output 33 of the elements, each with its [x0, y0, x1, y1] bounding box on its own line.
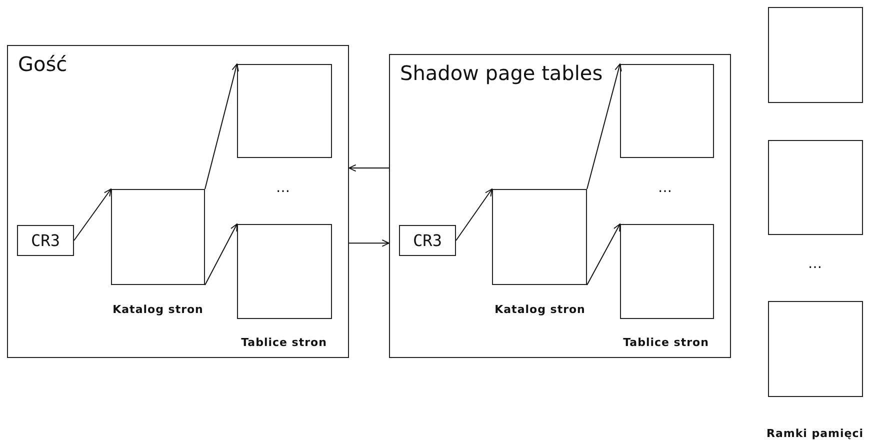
arrow	[204, 224, 238, 286]
box-caption: Katalog stron	[494, 303, 586, 316]
box-caption: Tablice stron	[241, 336, 327, 349]
ellipsis: …	[808, 256, 822, 272]
empty-box	[237, 224, 332, 319]
group-title: Gość	[18, 52, 68, 76]
register-label: CR3	[412, 230, 443, 252]
arrow	[456, 188, 492, 241]
register-label: CR3	[30, 230, 61, 252]
empty-box	[768, 7, 863, 103]
box-caption: Tablice stron	[623, 336, 709, 349]
arrow	[74, 188, 112, 241]
empty-box	[768, 140, 863, 235]
group-title: Shadow page tables	[400, 61, 603, 85]
empty-box	[492, 189, 587, 285]
group-panel	[389, 54, 731, 358]
register-box	[399, 225, 456, 256]
arrow	[586, 64, 622, 190]
arrow	[586, 224, 620, 286]
arrow	[348, 239, 390, 247]
empty-box	[237, 64, 332, 158]
arrow	[204, 64, 239, 190]
empty-box	[620, 64, 714, 158]
empty-box	[768, 301, 863, 397]
empty-box	[111, 189, 205, 285]
empty-box	[620, 224, 714, 319]
ellipsis: …	[276, 180, 290, 196]
box-caption: Katalog stron	[112, 303, 204, 316]
group-panel	[7, 45, 349, 358]
ellipsis: …	[658, 180, 672, 196]
arrow	[348, 164, 390, 172]
column-caption: Ramki pamięci	[766, 427, 864, 440]
register-box	[17, 225, 74, 256]
